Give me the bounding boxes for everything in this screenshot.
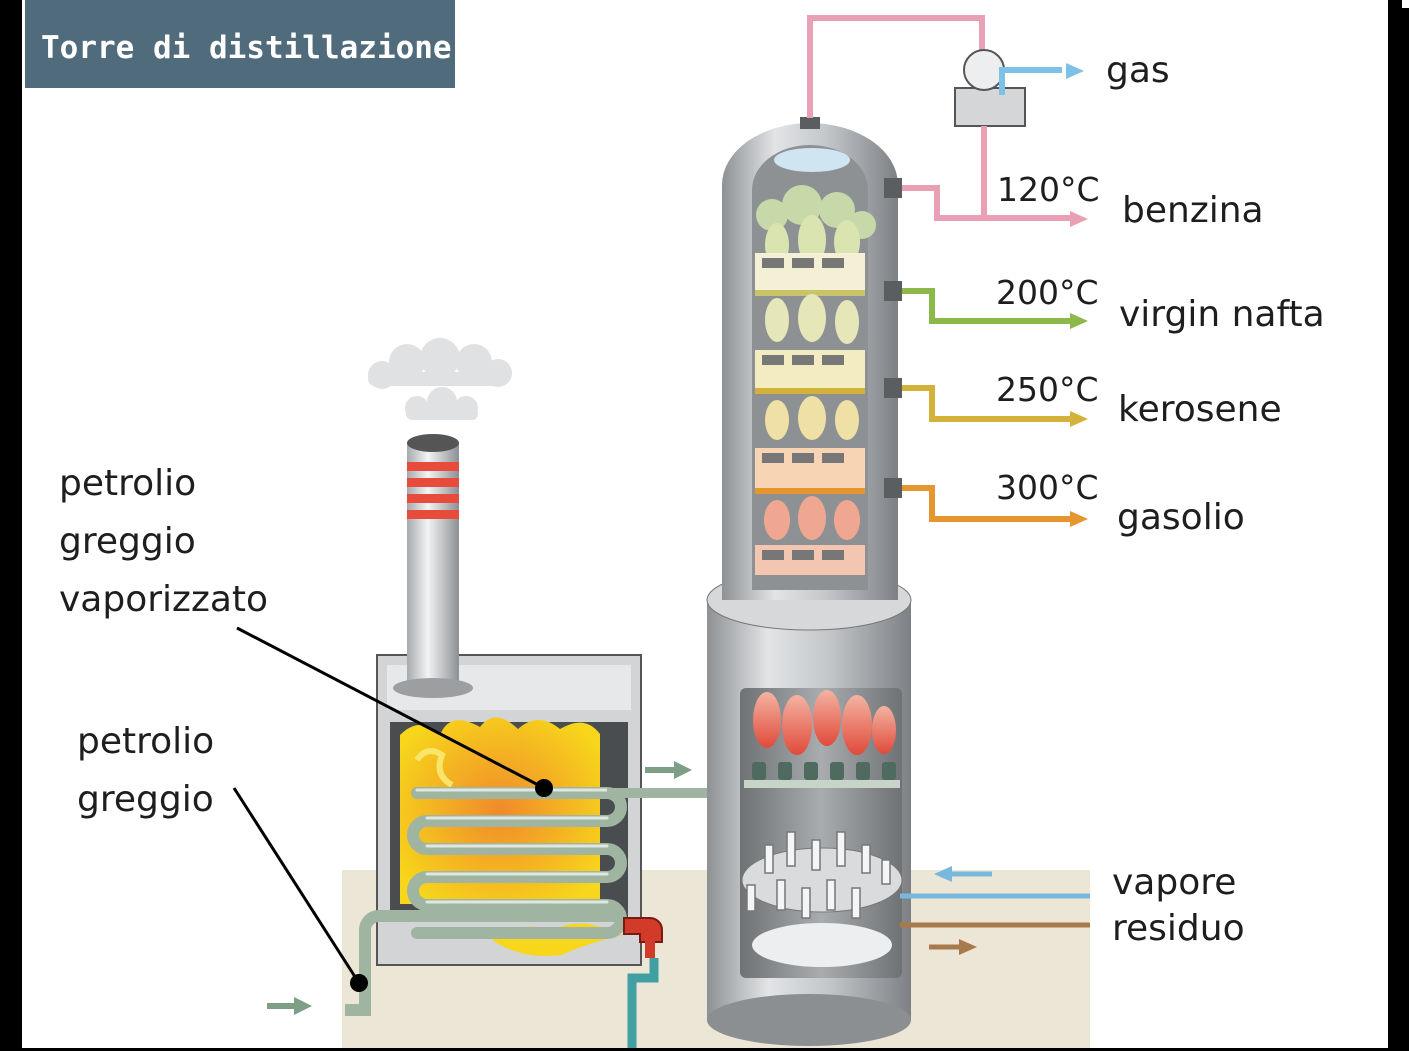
product-label-benzina: benzina <box>1122 190 1264 231</box>
gasolio-line <box>902 485 1070 522</box>
tray-3 <box>755 448 865 494</box>
corner-mark <box>1402 0 1409 8</box>
feed-arrow-icon <box>645 761 692 779</box>
temp-label-gasolio: 300°C <box>996 468 1099 507</box>
smoke <box>368 338 512 420</box>
label-crude-vaporized: petrolio greggio vaporizzato <box>59 463 269 620</box>
nafta-line <box>902 288 1070 324</box>
product-label-nafta: virgin nafta <box>1119 294 1325 335</box>
label-steam: vapore <box>1112 862 1237 903</box>
gas-line <box>999 67 1062 95</box>
temp-label-kerosene: 250°C <box>996 370 1099 409</box>
crude-arrow-icon <box>267 997 312 1015</box>
furnace <box>376 654 663 1048</box>
leader-line-vaporized <box>236 626 545 790</box>
tray-4 <box>755 545 865 575</box>
column-upper <box>722 117 902 600</box>
tray-1 <box>755 253 865 296</box>
overhead-line <box>807 15 985 118</box>
flame-shape <box>400 717 600 904</box>
tray-2 <box>755 350 865 394</box>
temp-label-nafta: 200°C <box>996 273 1099 312</box>
heating-coil <box>407 787 627 939</box>
product-label-gas: gas <box>1106 50 1170 91</box>
column-base <box>706 569 912 1046</box>
kerosene-line <box>902 385 1070 422</box>
product-label-gasolio: gasolio <box>1117 497 1245 538</box>
burner <box>623 917 663 943</box>
label-residue: residuo <box>1112 908 1245 949</box>
diagram-canvas: Torre di distillazione petrolio greggio … <box>22 0 1388 1048</box>
title-banner: Torre di distillazione <box>25 0 455 88</box>
label-crude: petrolio greggio <box>77 721 215 820</box>
product-label-kerosene: kerosene <box>1118 389 1282 430</box>
benzina-line <box>902 185 1070 221</box>
temp-label-benzina: 120°C <box>997 170 1100 209</box>
distillation-diagram <box>232 15 1090 1048</box>
leader-line-crude <box>232 787 361 984</box>
chimney <box>393 434 473 698</box>
crude-inlet-pipe <box>345 910 619 1016</box>
condenser-icon <box>954 49 1026 127</box>
steam-arrow-icon <box>934 866 992 882</box>
residue-arrow-icon <box>929 939 977 955</box>
